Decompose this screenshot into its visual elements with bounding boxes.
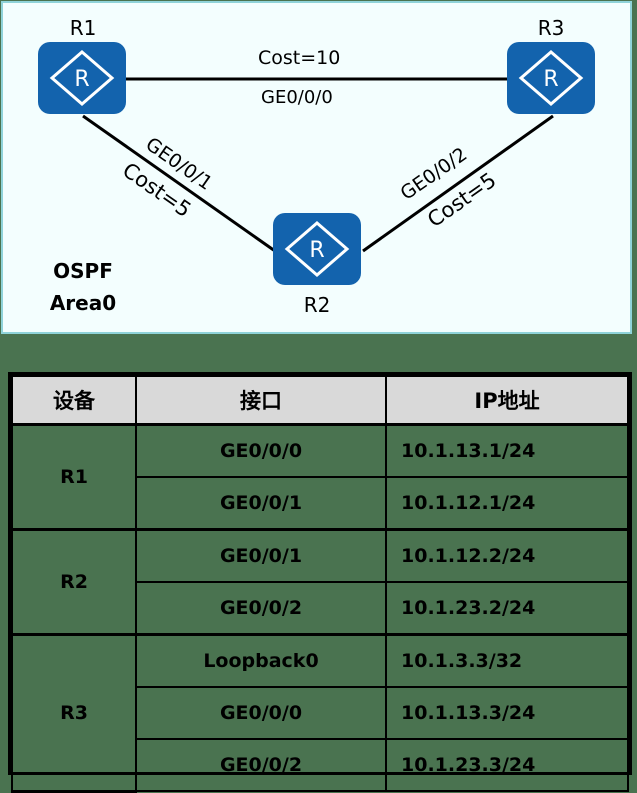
ip-cell: 10.1.13.1/24	[385, 423, 629, 478]
link-lines	[82, 77, 554, 253]
table-row: GE0/0/1 10.1.12.1/24	[12, 476, 629, 531]
interface-cell: GE0/0/1	[135, 476, 387, 531]
table-header-row: 设备 接口 IP地址	[11, 375, 629, 426]
ip-cell: 10.1.13.3/24	[385, 686, 629, 740]
router-r1-label: R1	[69, 16, 97, 40]
ip-cell: 10.1.3.3/32	[385, 633, 629, 688]
ospf-label: OSPF	[53, 259, 113, 283]
svg-text:R: R	[309, 238, 324, 263]
topology-diagram: R1 R R3 R R R2 Cost=10 GE0/0/0 GE0/0/1 C…	[1, 1, 632, 334]
router-r3[interactable]: R	[507, 42, 595, 114]
interface-table: 设备 接口 IP地址 R1 GE0/0/0 10.1.13.1/24 GE0/0…	[8, 372, 632, 793]
link-r1-r3-interface: GE0/0/0	[261, 87, 333, 108]
svg-text:R: R	[543, 67, 558, 92]
ip-cell: 10.1.12.2/24	[385, 528, 629, 583]
interface-cell: GE0/0/2	[135, 738, 387, 792]
header-device: 设备	[11, 375, 137, 426]
device-cell: R1	[11, 423, 137, 531]
interface-cell: Loopback0	[135, 633, 387, 688]
interface-cell: GE0/0/0	[135, 423, 387, 478]
router-icon: R	[518, 50, 584, 106]
table-row: R3 Loopback0 10.1.3.3/32	[11, 633, 629, 793]
table-row: R2 GE0/0/1 10.1.12.2/24	[11, 528, 629, 636]
link-r1-r2	[82, 114, 276, 253]
ip-cell: 10.1.23.2/24	[385, 581, 629, 636]
header-interface: 接口	[135, 375, 387, 426]
ip-cell: 10.1.12.1/24	[385, 476, 629, 531]
interface-cell: GE0/0/0	[135, 686, 387, 740]
interface-cell: GE0/0/2	[135, 581, 387, 636]
svg-text:R: R	[74, 67, 89, 92]
router-r3-label: R3	[537, 16, 565, 40]
router-icon: R	[49, 50, 115, 106]
header-ip: IP地址	[385, 375, 629, 426]
link-r1-r3-cost: Cost=10	[258, 47, 341, 69]
area-label: Area0	[49, 291, 117, 315]
router-r2[interactable]: R	[273, 213, 361, 285]
table-row: GE0/0/2 10.1.23.2/24	[12, 581, 629, 636]
router-r1[interactable]: R	[38, 42, 126, 114]
link-r3-r2	[362, 114, 554, 253]
table-row: R1 GE0/0/0 10.1.13.1/24	[11, 423, 629, 531]
interface-cell: GE0/0/1	[135, 528, 387, 583]
ip-cell: 10.1.23.3/24	[385, 738, 629, 792]
device-cell: R2	[11, 528, 137, 636]
router-icon: R	[284, 221, 350, 277]
table-row: GE0/0/0 10.1.13.3/24	[12, 686, 629, 740]
router-r2-label: R2	[303, 293, 331, 317]
device-cell: R3	[11, 633, 137, 793]
